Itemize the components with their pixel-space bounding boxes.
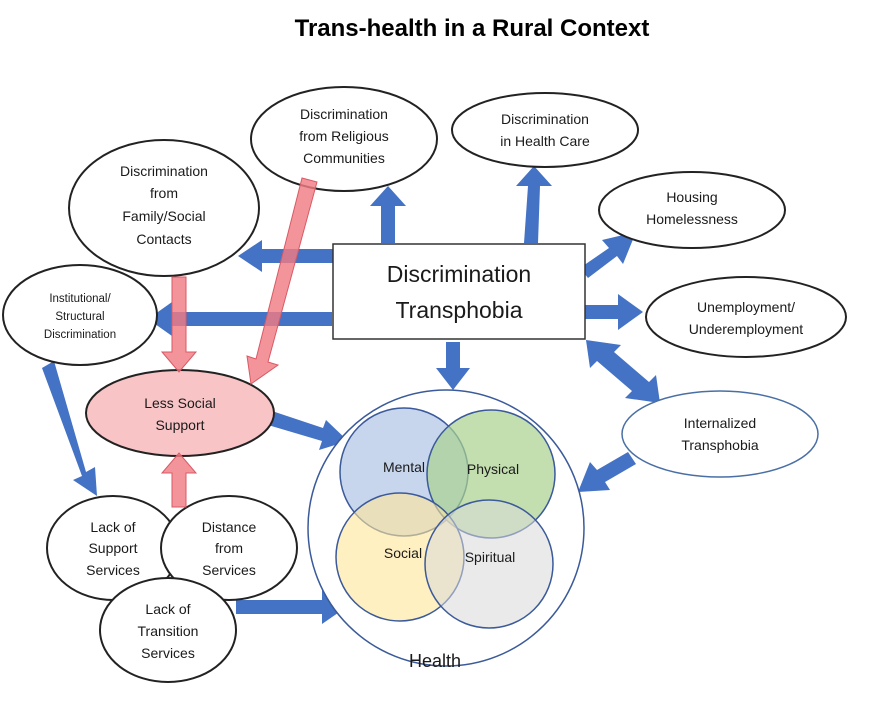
institutional-line3: Discrimination	[44, 329, 116, 341]
arrow-to-health-care	[516, 166, 552, 243]
housing-line2: Homelessness	[646, 211, 738, 227]
lack-transition-line1: Lack of	[145, 601, 190, 617]
religious-line3: Communities	[303, 150, 385, 166]
arrow-internalized-to-health	[578, 452, 636, 492]
internalized-line1: Internalized	[684, 415, 756, 431]
housing-line1: Housing	[666, 189, 717, 205]
health-label: Health	[409, 651, 461, 671]
less-support-line2: Support	[155, 417, 204, 433]
node-institutional	[2, 264, 158, 366]
lack-transition-line2: Transition	[138, 623, 199, 639]
lack-support-line2: Support	[88, 540, 137, 556]
family-line4: Contacts	[136, 231, 191, 247]
arrow-to-institutional	[148, 302, 332, 336]
arrow-center-internalized	[586, 340, 660, 403]
node-lack-transition	[99, 577, 237, 683]
arrow-transition-to-health	[236, 589, 348, 624]
arrow-distance-to-support	[160, 452, 198, 508]
center-line1: Discrimination	[387, 261, 531, 287]
distance-line2: from	[215, 540, 243, 556]
node-internalized	[621, 390, 819, 478]
node-distance	[160, 495, 298, 601]
health-care-line1: Discrimination	[501, 111, 589, 127]
arrow-to-unemployment	[585, 294, 643, 330]
family-line1: Discrimination	[120, 163, 208, 179]
distance-line1: Distance	[202, 519, 257, 535]
node-less-support	[85, 369, 275, 457]
health-social-label: Social	[384, 545, 422, 561]
pink-arrows	[160, 177, 318, 508]
center-box	[332, 243, 586, 340]
unemployment-line1: Unemployment/	[697, 299, 795, 315]
node-family	[68, 139, 260, 277]
health-care-line2: in Health Care	[500, 133, 590, 149]
arrow-family-to-support	[160, 276, 198, 373]
unemployment-line2: Underemployment	[689, 321, 803, 337]
internalized-line2: Transphobia	[681, 437, 759, 453]
religious-line2: from Religious	[299, 128, 388, 144]
node-housing	[598, 171, 786, 249]
lack-transition-line3: Services	[141, 645, 195, 661]
arrow-support-to-health	[268, 411, 348, 450]
family-line2: from	[150, 185, 178, 201]
institutional-line1: Institutional/	[49, 293, 111, 305]
health-spiritual-label: Spiritual	[465, 549, 516, 565]
center-line2: Transphobia	[395, 297, 522, 323]
family-line3: Family/Social	[122, 208, 205, 224]
religious-line1: Discrimination	[300, 106, 388, 122]
health-spiritual-circle	[424, 499, 554, 629]
node-health-care	[451, 92, 639, 168]
lack-support-line3: Services	[86, 562, 140, 578]
arrow-to-religious	[370, 186, 406, 243]
less-support-line1: Less Social	[144, 395, 216, 411]
arrow-center-to-health	[436, 342, 470, 390]
node-unemployment	[645, 276, 847, 358]
arrow-to-housing	[580, 232, 636, 278]
arrow-institutional-to-lack-support	[42, 361, 97, 496]
lack-support-line1: Lack of	[90, 519, 135, 535]
node-religious	[250, 86, 438, 192]
institutional-line2: Structural	[55, 311, 104, 323]
health-mental-label: Mental	[383, 459, 425, 475]
arrow-religious-to-support	[246, 177, 318, 385]
diagram-title: Trans-health in a Rural Context	[295, 15, 650, 42]
health-physical-label: Physical	[467, 461, 519, 477]
distance-line3: Services	[202, 562, 256, 578]
